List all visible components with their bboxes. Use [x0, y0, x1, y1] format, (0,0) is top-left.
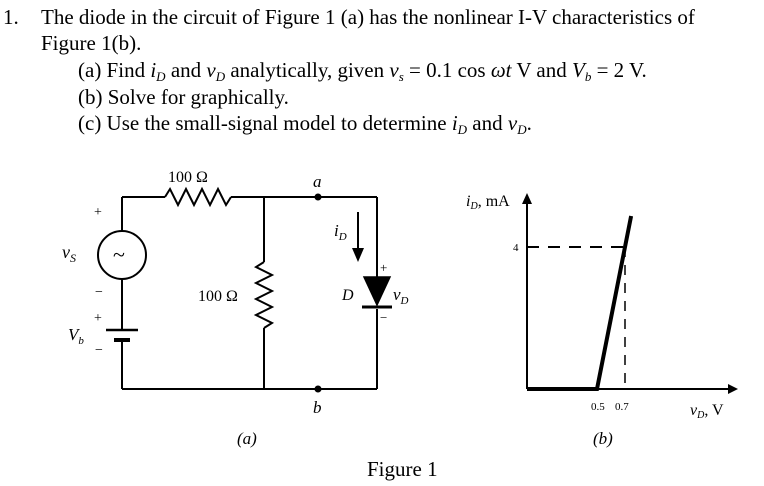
- node-a-dot: [314, 193, 322, 201]
- part-c-vD: vD: [507, 111, 527, 137]
- part-c-iD: iD: [451, 111, 468, 137]
- part-a-prefix: (a) Find: [78, 58, 146, 82]
- part-b: (b) Solve for graphically.: [78, 85, 289, 109]
- current-label: iD: [334, 221, 347, 243]
- resistor-mid-zigzag: [253, 261, 275, 329]
- resistor-top-zigzag: [164, 186, 232, 208]
- diode-label: D: [341, 287, 354, 304]
- part-a-omega-t: ωt: [490, 58, 512, 82]
- diode-triangle: [362, 276, 392, 307]
- node-b-dot: [314, 385, 322, 393]
- chart-caption: (b): [593, 429, 613, 448]
- part-a-Vb: Vb: [572, 58, 592, 84]
- resistor-top-label: 100 Ω: [168, 169, 208, 186]
- y-tick-label-4: 4: [513, 242, 519, 254]
- x-tick-label-0.5: 0.5: [591, 401, 605, 413]
- part-c-prefix: (c) Use the small-signal model to determ…: [78, 111, 447, 135]
- part-c-end: .: [526, 111, 532, 135]
- part-a-Vb-rhs: = 2 V.: [596, 58, 647, 82]
- part-a: (a) Find iD and vD analytically, given v…: [78, 58, 647, 84]
- circuit-diagram: [97, 186, 378, 390]
- part-a-vD: vD: [206, 58, 226, 84]
- part-a-and: and: [170, 58, 202, 82]
- x-axis-arrow: [728, 384, 738, 394]
- part-a-vs: vs: [389, 58, 404, 84]
- part-a-v-and: V and: [516, 58, 567, 82]
- part-a-vs-rhs: = 0.1 cos: [409, 58, 486, 82]
- y-axis-label: iD, mA: [466, 193, 510, 212]
- ac-source-symbol: ~: [113, 242, 125, 267]
- battery-minus: −: [95, 343, 103, 358]
- diode-minus: −: [380, 310, 387, 325]
- source-plus: +: [94, 205, 102, 220]
- resistor-mid-label: 100 Ω: [198, 288, 238, 305]
- vd-label: vD: [393, 285, 409, 307]
- part-c-and: and: [472, 111, 503, 135]
- battery-plus: +: [94, 311, 102, 326]
- x-tick-label-0.7: 0.7: [615, 401, 629, 413]
- figure-label: Figure 1: [367, 457, 438, 481]
- problem-line-2: Figure 1(b).: [41, 31, 142, 55]
- circuit-caption: (a): [237, 429, 257, 448]
- part-c: (c) Use the small-signal model to determ…: [78, 111, 532, 137]
- current-arrow-head: [352, 248, 364, 262]
- source-label: vS: [62, 242, 76, 265]
- battery-label: Vb: [68, 325, 84, 347]
- node-a-label: a: [313, 172, 322, 191]
- problem-number: 1.: [3, 5, 19, 29]
- part-a-iD: iD: [150, 58, 166, 84]
- iv-chart: 0.5 0.7 4 iD, mA vD, V (b): [466, 193, 738, 448]
- x-axis-label: vD, V: [690, 402, 724, 421]
- diode-plus: +: [380, 260, 387, 275]
- part-a-analytically: analytically, given: [230, 58, 385, 82]
- source-minus: −: [95, 285, 103, 300]
- node-b-label: b: [313, 398, 322, 417]
- problem-line-1: The diode in the circuit of Figure 1 (a)…: [41, 5, 695, 29]
- iv-curve-series: [527, 215, 634, 391]
- y-axis-arrow: [522, 193, 532, 204]
